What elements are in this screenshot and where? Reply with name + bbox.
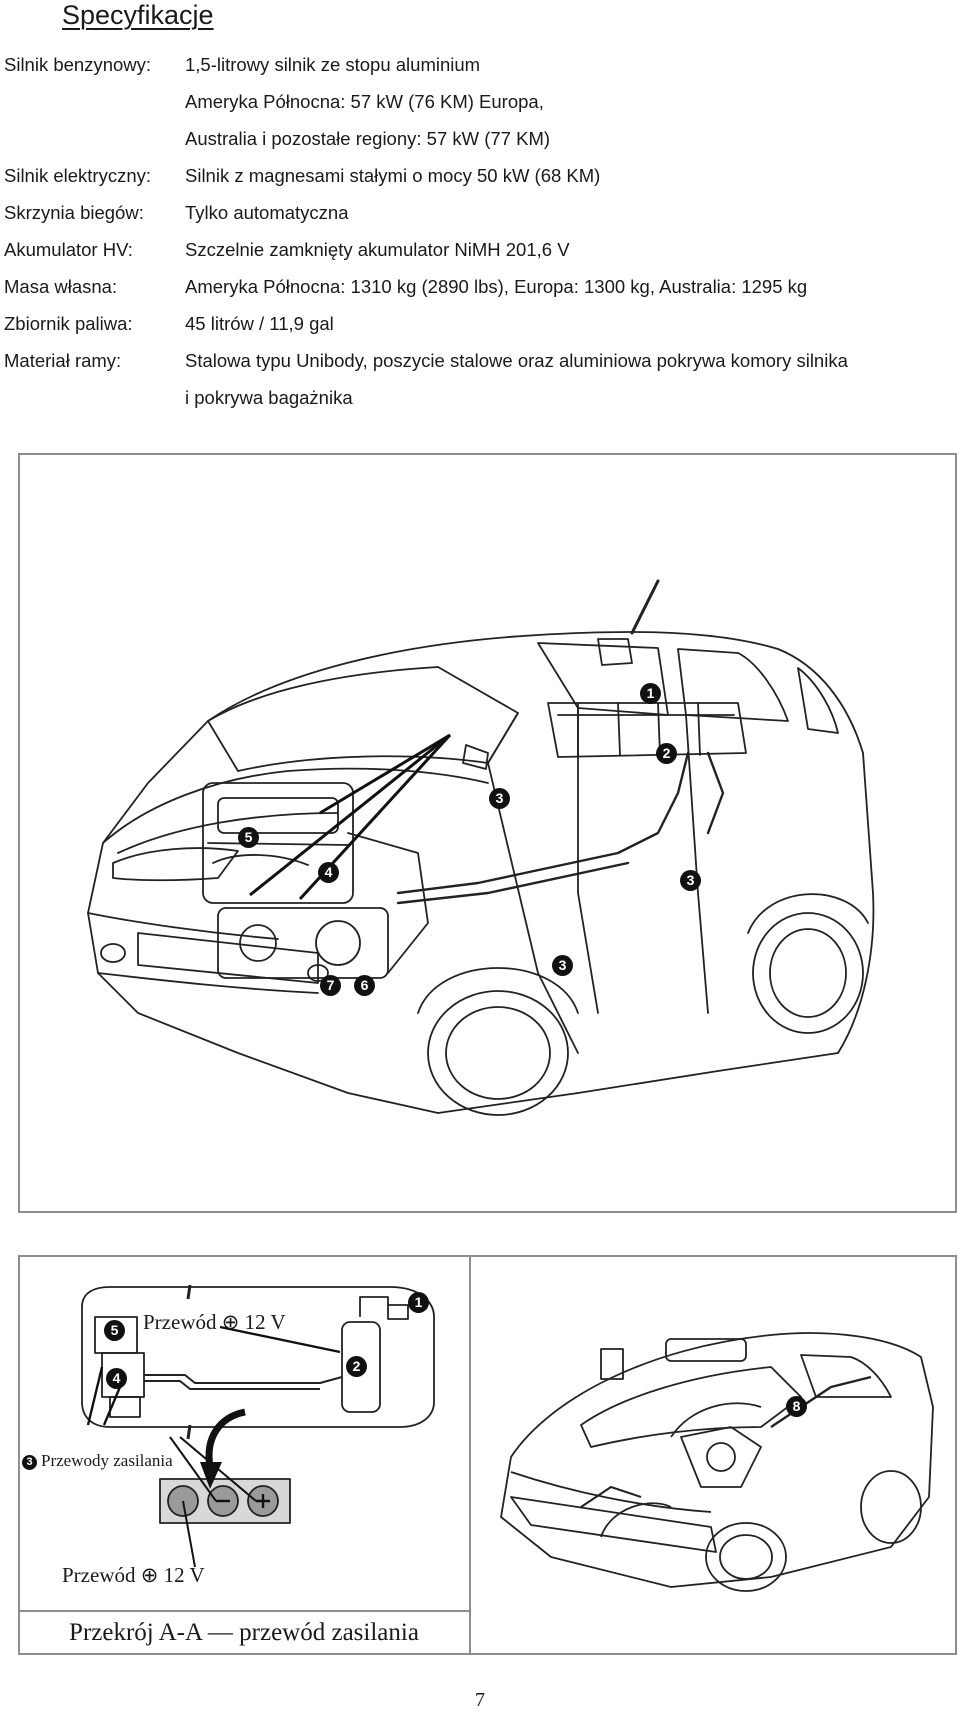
cable-label-bottom: Przewód ⊕ 12 V	[62, 1563, 205, 1587]
spec-row: Materiał ramy: Stalowa typu Unibody, posz…	[4, 342, 956, 379]
spec-row: i pokrywa bagażnika	[4, 379, 956, 416]
callout-badge-5: 5	[238, 827, 259, 848]
callout-badge-5: 5	[104, 1320, 125, 1341]
spec-row: Zbiornik paliwa: 45 litrów / 11,9 gal	[4, 305, 956, 342]
callout-badge-2: 2	[656, 743, 677, 764]
callout-badge-4: 4	[318, 862, 339, 883]
callout-badge-3: 3	[552, 955, 573, 976]
spec-row: Silnik benzynowy: 1,5-litrowy silnik ze s…	[4, 46, 956, 83]
spec-value: Ameryka Północna: 57 kW (76 KM) Europa,	[185, 91, 544, 112]
callout-badge-2: 2	[346, 1356, 367, 1377]
cable-label-top: Przewód ⊕ 12 V	[143, 1310, 286, 1334]
callout-badge-3: 3	[680, 870, 701, 891]
page-number: 7	[475, 1689, 485, 1711]
spec-label: Silnik benzynowy:	[4, 54, 152, 75]
spec-value: Tylko automatyczna	[185, 202, 349, 223]
spec-label: Akumulator HV:	[4, 239, 133, 260]
spec-row: Masa własna: Ameryka Północna: 1310 kg (2…	[4, 268, 956, 305]
callout-badge-4: 4	[106, 1368, 127, 1389]
detail-diagram-frame	[18, 1255, 957, 1655]
spec-value: Australia i pozostałe regiony: 57 kW (77…	[185, 128, 551, 149]
panel-divider	[469, 1255, 471, 1655]
spec-label	[4, 379, 185, 416]
callout-badge-1: 1	[408, 1292, 429, 1313]
car-overview-illustration	[500, 1332, 934, 1592]
spec-label: Materiał ramy:	[4, 350, 122, 371]
caption-divider	[18, 1610, 470, 1612]
spec-value: Silnik z magnesami stałymi o mocy 50 kW …	[185, 165, 601, 186]
callout-badge-3: 3	[489, 788, 510, 809]
page-title: Specyfikacje	[62, 0, 214, 30]
spec-label: Silnik elektryczny:	[4, 165, 152, 186]
spec-table: Silnik benzynowy: 1,5-litrowy silnik ze s…	[4, 46, 956, 416]
spec-label	[4, 83, 185, 120]
callout-badge-1: 1	[640, 683, 661, 704]
car-cutaway-illustration	[87, 579, 875, 1116]
spec-value: 45 litrów / 11,9 gal	[185, 313, 334, 334]
spec-label: Masa własna:	[4, 276, 118, 297]
callout-badge-7: 7	[320, 975, 341, 996]
spec-label	[4, 120, 185, 157]
section-caption: Przekrój A-A — przewód zasilania	[69, 1619, 419, 1646]
spec-value: i pokrywa bagażnika	[185, 387, 353, 408]
spec-row: Ameryka Północna: 57 kW (76 KM) Europa,	[4, 83, 956, 120]
spec-value: Ameryka Północna: 1310 kg (2890 lbs), Eu…	[185, 276, 808, 297]
spec-label: Skrzynia biegów:	[4, 202, 144, 223]
spec-row: Silnik elektryczny: Silnik z magnesami st…	[4, 157, 956, 194]
callout-badge-3: 3	[22, 1455, 37, 1470]
callout-badge-6: 6	[354, 975, 375, 996]
callout-badge-8: 8	[786, 1396, 807, 1417]
power-cables-label: Przewody zasilania	[41, 1451, 173, 1470]
spec-row: Skrzynia biegów: Tylko automatyczna	[4, 194, 956, 231]
spec-value: Stalowa typu Unibody, poszycie stalowe o…	[185, 350, 848, 371]
spec-value: Szczelnie zamknięty akumulator NiMH 201,…	[185, 239, 570, 260]
spec-row: Australia i pozostałe regiony: 57 kW (77…	[4, 120, 956, 157]
spec-value: 1,5-litrowy silnik ze stopu aluminium	[185, 54, 481, 75]
spec-row: Akumulator HV: Szczelnie zamknięty akumul…	[4, 231, 956, 268]
spec-label: Zbiornik paliwa:	[4, 313, 133, 334]
cross-section-diagram	[81, 1284, 435, 1568]
